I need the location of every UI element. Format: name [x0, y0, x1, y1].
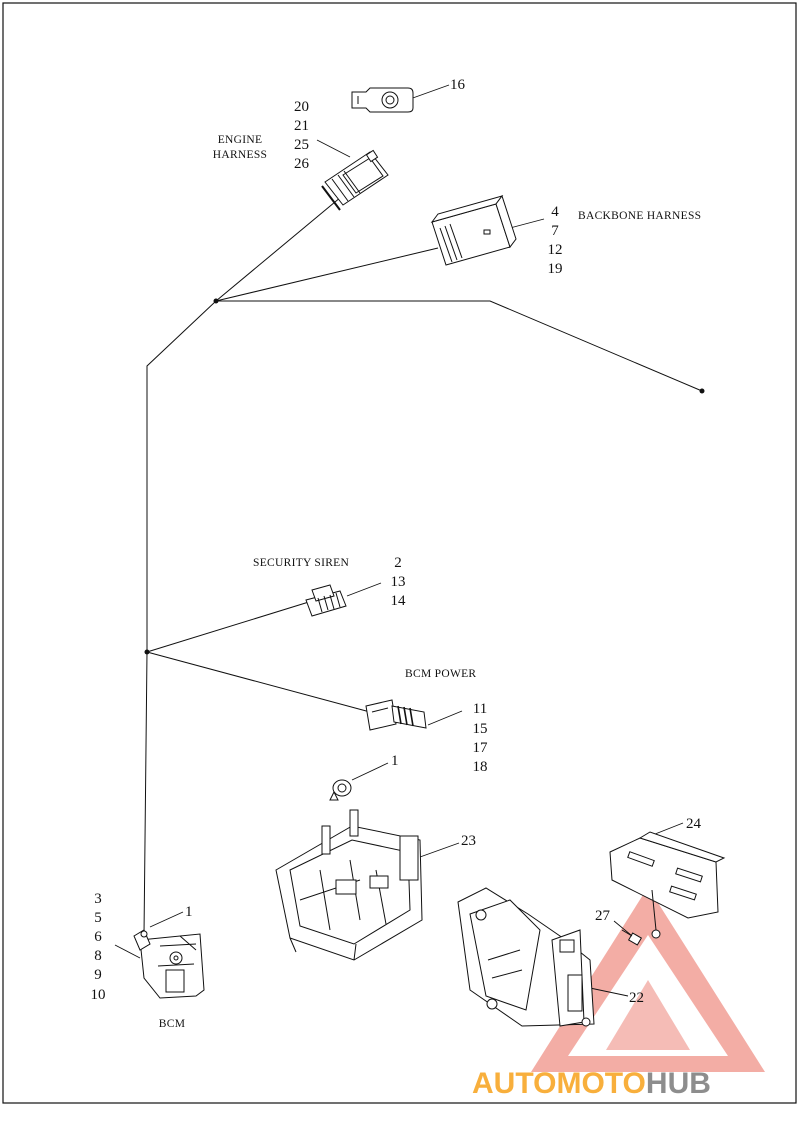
callout-bcm-2: 5 [94, 910, 102, 926]
bracket-24-icon [609, 831, 726, 939]
callout-bcm-5: 9 [94, 967, 102, 983]
bcm-label: BCM [159, 1018, 185, 1030]
junction-dot [213, 298, 219, 304]
security-siren-label: SECURITY SIREN [253, 557, 349, 569]
bcm-tray-icon [275, 809, 423, 961]
watermark-part1: AUTOMOTO [472, 1067, 646, 1100]
callout-engine-1: 20 [294, 99, 309, 115]
wire-end-dot [699, 388, 705, 394]
callout-backbone-4: 19 [548, 261, 563, 277]
callout-23: 23 [461, 833, 476, 849]
callout-bcm-6: 10 [91, 987, 106, 1003]
callout-bcm-1: 3 [94, 891, 102, 907]
backbone-harness-connector-icon [430, 194, 517, 266]
watermark-triangle [531, 887, 765, 1072]
callout-16: 16 [450, 77, 466, 93]
callout-24: 24 [686, 816, 702, 832]
callout-backbone-2: 7 [551, 223, 559, 239]
callout-power-1: 11 [473, 701, 487, 717]
callout-engine-3: 25 [294, 137, 309, 153]
engine-harness-label-line2: HARNESS [213, 149, 268, 161]
watermark-part2: HUB [646, 1067, 711, 1100]
callout-siren-2: 13 [391, 574, 406, 590]
clip-icon [329, 779, 352, 801]
callout-power-2: 15 [473, 721, 488, 737]
callout-siren-1: 2 [394, 555, 402, 571]
backbone-harness-label: BACKBONE HARNESS [578, 210, 701, 222]
callout-27: 27 [595, 908, 611, 924]
callout-22: 22 [629, 990, 644, 1006]
screw-27-icon [621, 929, 643, 946]
security-siren-connector-icon [305, 584, 347, 617]
engine-harness-label-line1: ENGINE [218, 134, 263, 146]
bcm-power-label: BCM POWER [405, 668, 476, 680]
callout-power-4: 18 [473, 759, 488, 775]
diagram-frame [2, 2, 797, 1104]
mounting-plate-22-icon [457, 887, 595, 1027]
watermark-text: AUTOMOTOHUB [472, 1067, 711, 1100]
harness-wires [143, 196, 703, 936]
leader-lines [114, 84, 684, 997]
callout-backbone-1: 4 [551, 204, 559, 220]
bcm-module-icon [133, 929, 205, 999]
junction-dot [144, 649, 150, 655]
callout-bcm-top: 1 [185, 904, 193, 920]
callout-engine-2: 21 [294, 118, 309, 134]
callout-siren-3: 14 [391, 593, 407, 609]
terminal-16-icon [351, 87, 414, 113]
callout-backbone-3: 12 [548, 242, 563, 258]
callout-clip: 1 [391, 753, 399, 769]
engine-harness-connector-icon [321, 149, 389, 211]
callout-bcm-3: 6 [94, 929, 102, 945]
callout-engine-4: 26 [294, 156, 310, 172]
callout-bcm-4: 8 [94, 948, 102, 964]
callout-power-3: 17 [473, 740, 489, 756]
bcm-power-connector-icon [365, 699, 427, 731]
